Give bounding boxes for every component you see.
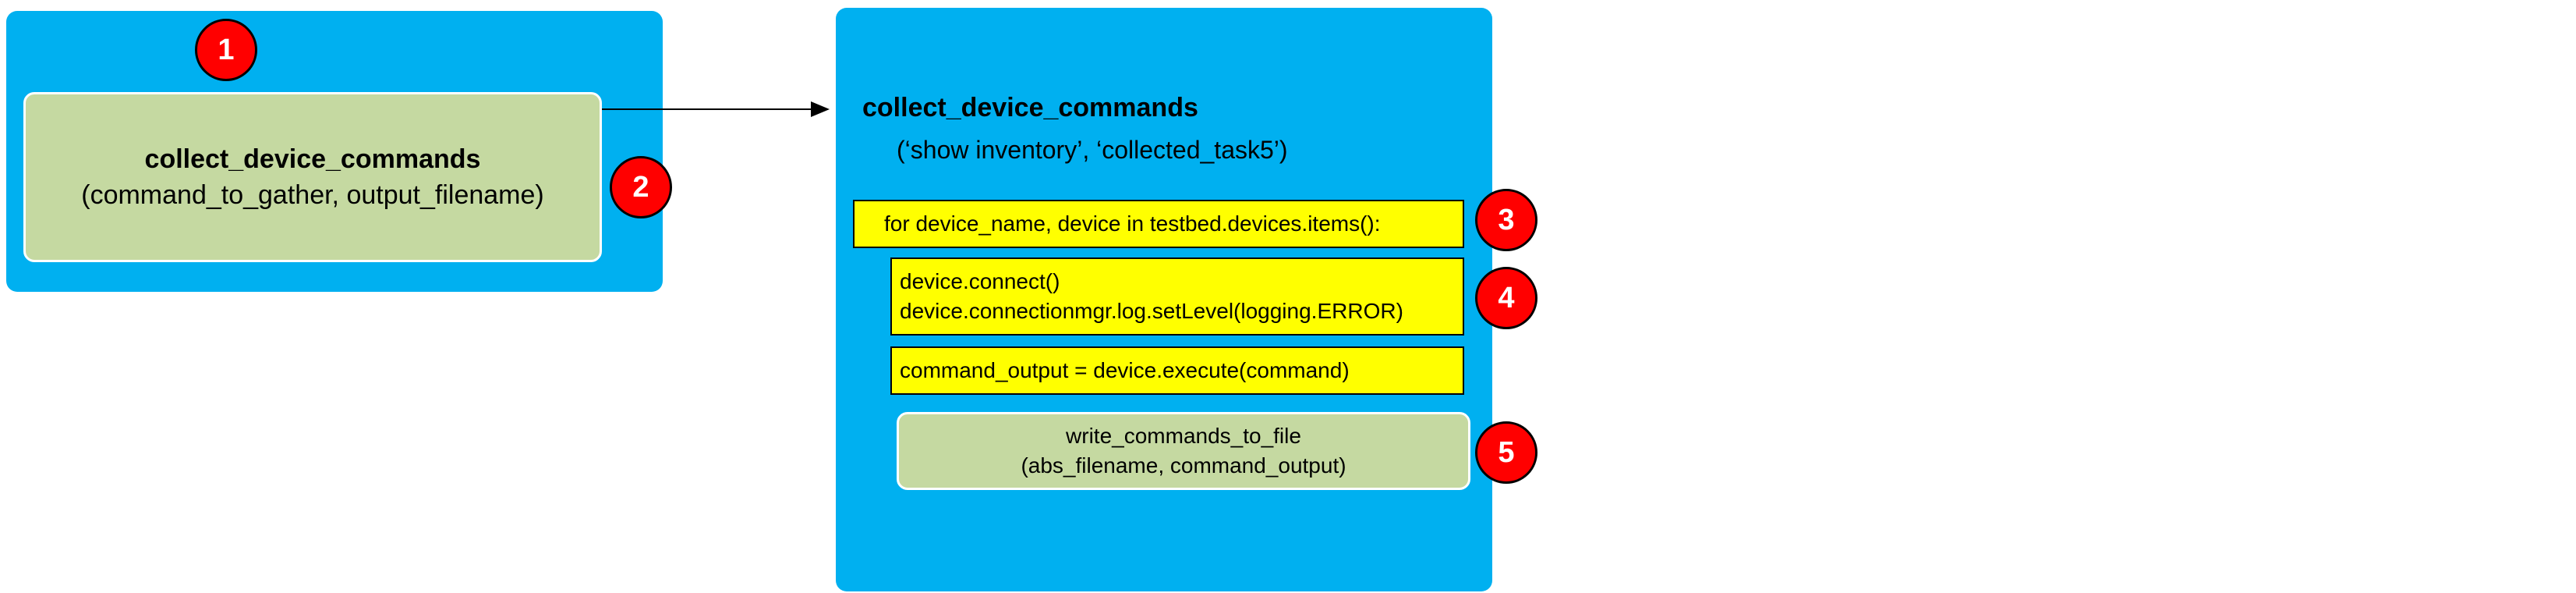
execute-statement: command_output = device.execute(command) [900,358,1350,382]
function-call-box: collect_device_commands (command_to_gath… [23,92,602,262]
function-args: (command_to_gather, output_filename) [81,180,544,210]
function-name: collect_device_commands [144,144,481,174]
step-badge-5: 5 [1475,421,1537,484]
write-function-args: (abs_filename, command_output) [1021,453,1346,478]
step-badge-1: 1 [195,19,257,81]
write-function-name: write_commands_to_file [1066,424,1301,448]
function-call-args: (‘show inventory’, ‘collected_task5’) [897,136,1288,164]
loop-statement-box: for device_name, device in testbed.devic… [853,200,1464,248]
step-badge-3: 3 [1475,189,1537,251]
write-function-box: write_commands_to_file (abs_filename, co… [897,412,1470,490]
function-definition-title: collect_device_commands [862,93,1198,123]
connect-line: device.connect() [900,269,1060,293]
execute-statement-box: command_output = device.execute(command) [890,346,1464,395]
log-level-line: device.connectionmgr.log.setLevel(loggin… [900,299,1403,323]
step-badge-4: 4 [1475,267,1537,329]
loop-statement: for device_name, device in testbed.devic… [884,211,1381,236]
connect-statement-box: device.connect() device.connectionmgr.lo… [890,257,1464,336]
step-badge-2: 2 [610,156,672,218]
